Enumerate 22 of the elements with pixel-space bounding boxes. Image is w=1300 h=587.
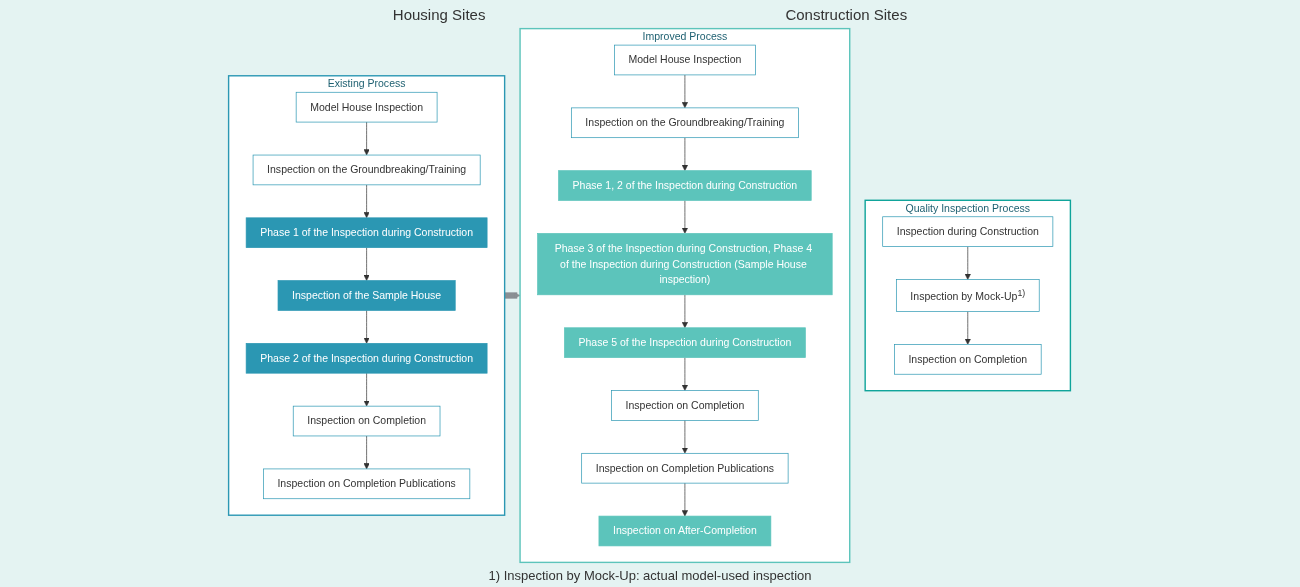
section-heading: Construction Sites <box>785 6 908 23</box>
node-box: Model House Inspection <box>296 91 438 123</box>
node-box: Phase 3 of the Inspection during Construction, Phase 4 of the Inspection during Construction (Sample House inspection) <box>537 233 833 296</box>
node-box: Inspection on Completion Publications <box>263 468 471 500</box>
node-box: Phase 2 of the Inspection during Construction <box>246 343 488 374</box>
node-box: Inspection during Construction <box>882 216 1054 247</box>
node-box: Inspection on the Groundbreaking/Training <box>571 107 800 139</box>
node-box: Inspection on After-Completion <box>599 515 772 547</box>
node-box: Inspection on Completion <box>894 344 1042 375</box>
node-box: Phase 5 of the Inspection during Construction <box>564 327 807 358</box>
node-box: Inspection on Completion Publications <box>581 452 789 484</box>
node-box: Phase 1, 2 of the Inspection during Construction <box>558 170 813 201</box>
arrow <box>503 292 521 299</box>
node-box: Inspection of the Sample House <box>278 280 457 311</box>
node-box: Model House Inspection <box>614 44 757 76</box>
node-box: Inspection by Mock-Up$^{1)}$ <box>896 279 1041 312</box>
node-box: Inspection on Completion <box>293 405 441 437</box>
section-heading: Housing Sites <box>392 6 486 23</box>
footnote: 1) Inspection by Mock-Up: actual model-used inspection <box>488 568 812 583</box>
node-box: Phase 1 of the Inspection during Construction <box>246 217 488 248</box>
node-box: Inspection on Completion <box>611 390 760 421</box>
node-box: Inspection on the Groundbreaking/Training <box>253 154 481 186</box>
